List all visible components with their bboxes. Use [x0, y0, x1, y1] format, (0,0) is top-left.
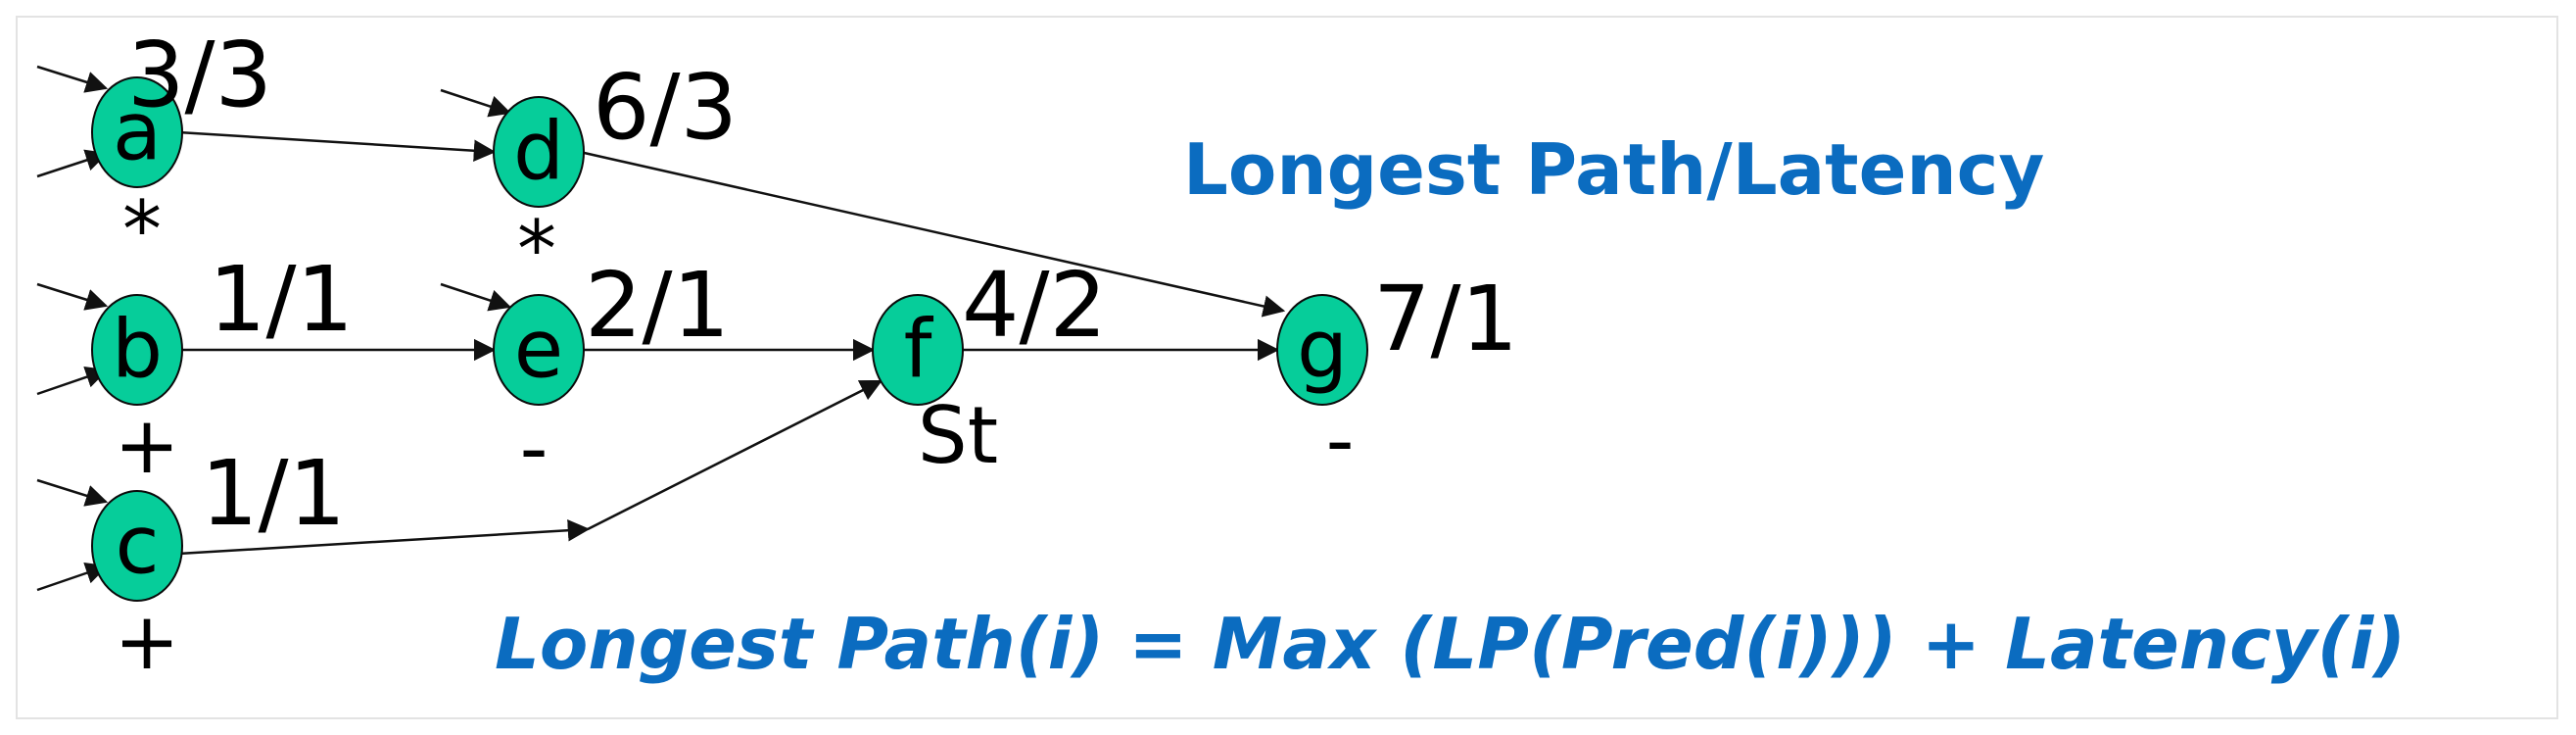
edge-layer: [177, 130, 1286, 556]
node-g: g 7/1-: [1276, 267, 1518, 486]
node-e-circle: [493, 294, 585, 406]
node-b-label: b: [112, 304, 163, 397]
input-arrow: [36, 478, 109, 507]
node-g-circle: [1276, 294, 1368, 406]
input-arrow: [440, 88, 512, 118]
node-e-operation: -: [520, 403, 549, 494]
node-c-operation: +: [114, 596, 179, 687]
diagram-title: Longest Path/Latency: [1183, 128, 2044, 211]
slide-frame: [16, 16, 2558, 719]
node-g-operation: -: [1326, 395, 1355, 486]
node-c: c 1/1+: [91, 441, 346, 687]
edge-bend-to-f: [587, 379, 883, 531]
node-a: a3/3 *: [91, 23, 272, 275]
node-a-operation: *: [122, 184, 162, 275]
node-f-operation: St: [918, 390, 998, 481]
input-arrow: [36, 65, 109, 93]
input-arrow: [36, 282, 109, 311]
node-a-circle: [91, 76, 183, 188]
node-e-ratio: 2/1: [585, 253, 730, 358]
node-c-circle: [91, 490, 183, 602]
node-d-label: d: [513, 106, 564, 199]
node-g-ratio: 7/1: [1373, 267, 1518, 371]
node-d-circle: [493, 96, 585, 208]
node-a-ratio: 3/3: [127, 23, 272, 127]
edge-c-to-bend: [177, 518, 591, 556]
edge-a-to-d: [177, 130, 497, 162]
node-f: f 4/2St: [872, 253, 1107, 481]
node-e-label: e: [514, 304, 563, 397]
node-d: d 6/3 *: [493, 55, 738, 295]
node-b: b 1/1 +: [91, 247, 354, 491]
node-c-label: c: [115, 500, 159, 593]
longest-path-formula: Longest Path(i) = Max (LP(Pred(i))) + La…: [495, 603, 2406, 685]
node-f-circle: [872, 294, 964, 406]
node-b-ratio: 1/1: [209, 247, 354, 352]
node-a-label: a: [113, 86, 162, 179]
input-arrows: [36, 65, 512, 592]
edge-d-to-g: [579, 150, 1286, 318]
node-d-ratio: 6/3: [593, 55, 738, 160]
node-c-ratio: 1/1: [201, 441, 346, 546]
node-f-ratio: 4/2: [962, 253, 1107, 358]
input-arrow: [36, 366, 109, 396]
node-b-operation: +: [114, 400, 179, 491]
node-b-circle: [91, 294, 183, 406]
input-arrow: [36, 149, 109, 178]
node-d-operation: *: [517, 204, 556, 295]
input-arrow: [440, 282, 512, 312]
node-g-label: g: [1297, 304, 1348, 397]
node-f-label: f: [904, 304, 934, 397]
input-arrow: [36, 562, 109, 592]
